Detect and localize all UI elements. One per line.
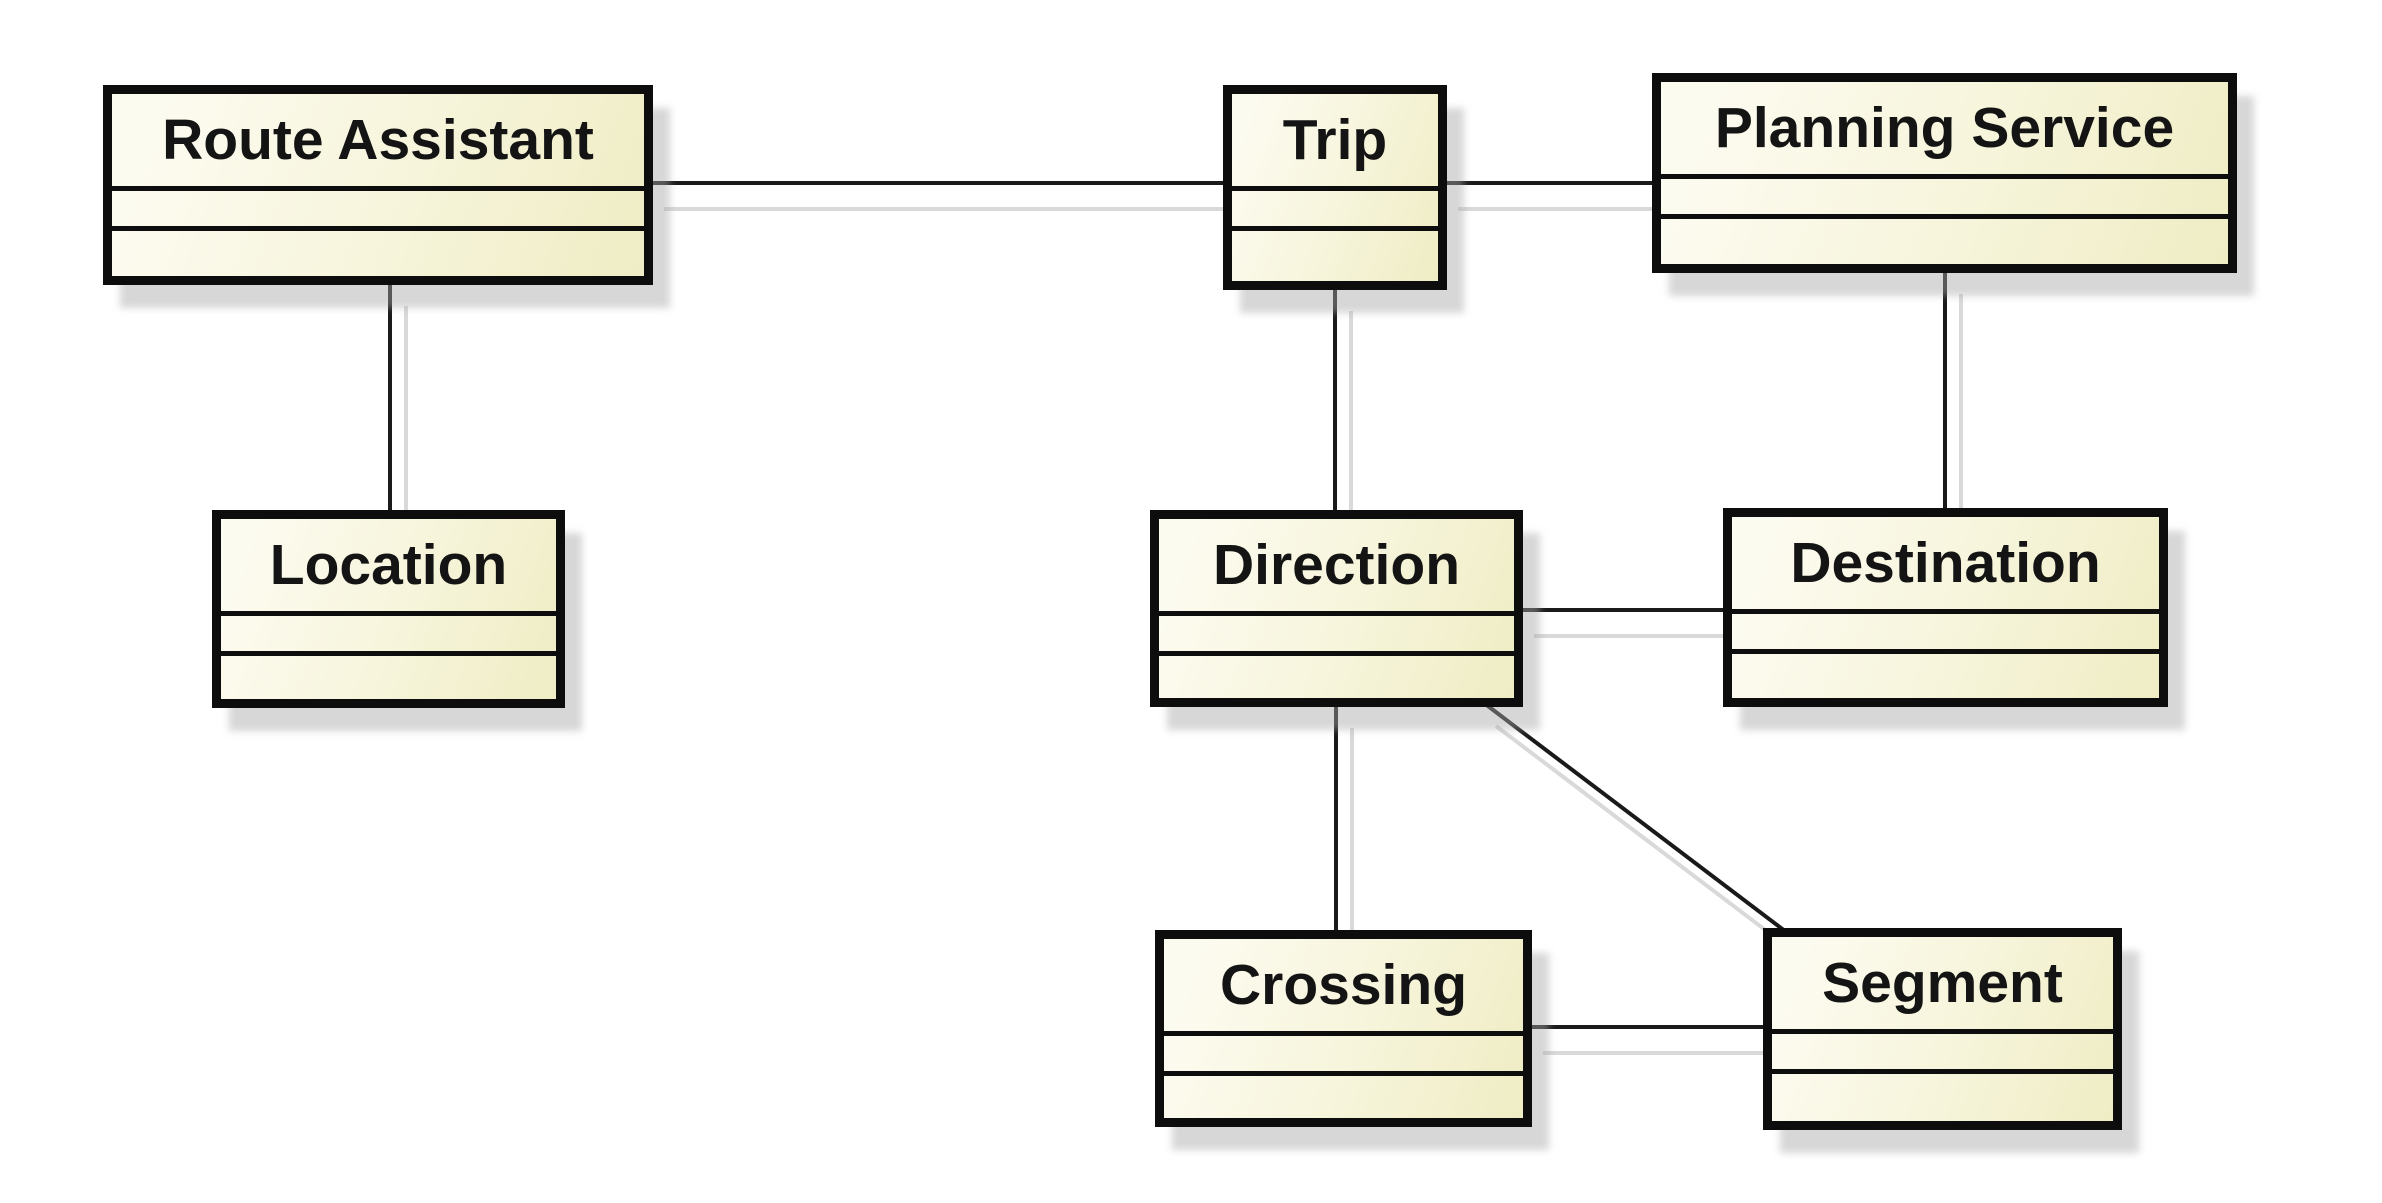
attributes-compartment [1159, 616, 1514, 656]
class-box-planning-service: Planning Service [1652, 73, 2237, 273]
attributes-compartment [1732, 614, 2159, 654]
attributes-compartment [1164, 1036, 1523, 1076]
attributes-compartment [1772, 1034, 2113, 1074]
attributes-compartment [112, 191, 644, 231]
class-box-crossing: Crossing [1155, 930, 1532, 1127]
operations-compartment [1164, 1076, 1523, 1118]
class-box-trip: Trip [1223, 85, 1447, 290]
connector-shadows [404, 207, 1963, 1055]
class-box-direction: Direction [1150, 510, 1523, 707]
class-name: Crossing [1164, 939, 1523, 1036]
attributes-compartment [1232, 191, 1438, 231]
class-box-segment: Segment [1763, 928, 2122, 1130]
operations-compartment [1661, 219, 2228, 264]
operations-compartment [1732, 654, 2159, 698]
attributes-compartment [1661, 179, 2228, 219]
class-name: Trip [1232, 94, 1438, 191]
class-name: Segment [1772, 937, 2113, 1034]
operations-compartment [1772, 1074, 2113, 1121]
class-name: Planning Service [1661, 82, 2228, 179]
operations-compartment [221, 656, 556, 699]
class-box-location: Location [212, 510, 565, 708]
operations-compartment [1232, 231, 1438, 281]
operations-compartment [1159, 656, 1514, 698]
class-box-route-assistant: Route Assistant [103, 85, 653, 285]
class-name: Location [221, 519, 556, 616]
connectors [388, 181, 1947, 1029]
class-name: Route Assistant [112, 94, 644, 191]
class-name: Direction [1159, 519, 1514, 616]
operations-compartment [112, 231, 644, 276]
association-direction-segment [1478, 698, 1812, 952]
attributes-compartment [221, 616, 556, 656]
class-box-destination: Destination [1723, 508, 2168, 707]
class-name: Destination [1732, 517, 2159, 614]
